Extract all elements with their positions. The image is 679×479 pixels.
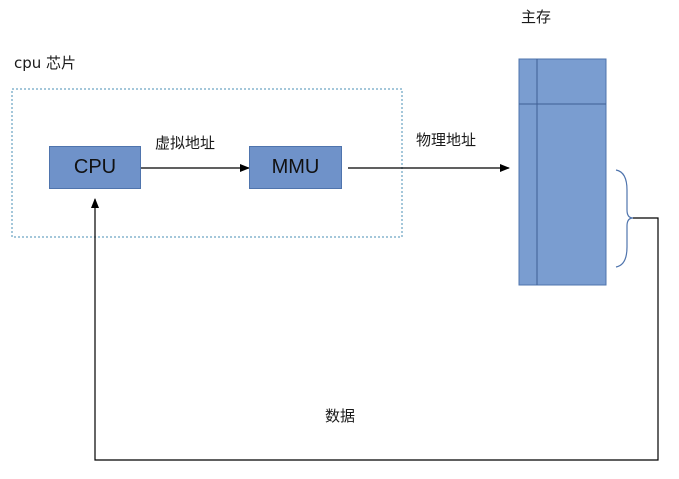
virtual-address-label: 虚拟地址	[155, 134, 216, 152]
memory-range-brace	[615, 169, 634, 268]
data-label: 数据	[325, 407, 356, 425]
cpu-label: CPU	[73, 156, 117, 178]
main-memory-label: 主存	[521, 8, 552, 26]
main-memory-block	[518, 58, 607, 286]
physical-address-label: 物理地址	[416, 131, 477, 149]
cpu-chip-boundary	[11, 88, 403, 238]
cpu-box: CPU	[49, 146, 141, 189]
cpu-chip-label: cpu 芯片	[14, 54, 77, 72]
data-return-arrow	[91, 198, 659, 461]
mmu-box: MMU	[249, 146, 342, 189]
mmu-label: MMU	[271, 156, 320, 178]
